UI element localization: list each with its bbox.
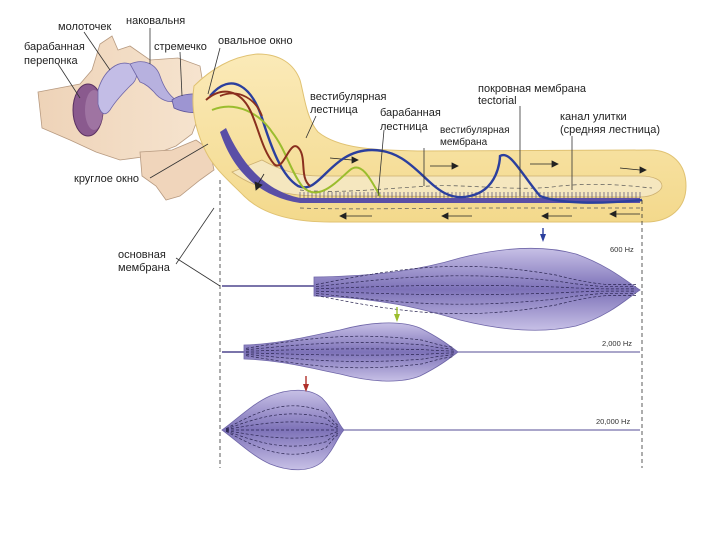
cochlea: [192, 53, 687, 223]
envelope-dash-line: [315, 275, 636, 288]
envelope-2000hz: 2,000 Hz: [222, 307, 640, 382]
vestibular-scala-label-1: вестибулярная: [310, 91, 387, 103]
tympanic-membrane-label-2: перепонка: [24, 55, 79, 67]
middle-ear: [37, 35, 220, 201]
cochlear-duct: [231, 159, 663, 198]
label-leaders: [57, 28, 573, 287]
wave-high-frequency: [205, 90, 311, 187]
labels: молоточек наковальня барабанная перепонк…: [24, 15, 660, 274]
cochlear-duct-label-1: канал улитки: [560, 111, 627, 123]
vestibular-membrane-label-1: вестибулярная: [440, 124, 510, 136]
incus-label: наковальня: [126, 15, 185, 27]
flow-arrows: [254, 156, 647, 220]
envelope-dash-line: [315, 295, 636, 315]
freq-label-20000: 20,000 Hz: [596, 417, 630, 426]
malleus: [97, 62, 138, 115]
malleus-label: молоточек: [58, 21, 111, 33]
freq-label-2000: 2,000 Hz: [602, 339, 632, 348]
envelope-dash-line: [225, 421, 339, 430]
lower-bone: [139, 139, 215, 201]
envelope-600hz: 600 Hz: [222, 228, 641, 331]
envelope-dash-line: [225, 413, 339, 430]
tympanic-scala-label-2: лестница: [380, 121, 429, 133]
vestibular-membrane-label-2: мембрана: [440, 136, 488, 148]
arrow-2000hz: [394, 314, 400, 322]
tympanic-scala-label-1: барабанная: [380, 107, 441, 119]
basilar-membrane-label-1: основная: [118, 249, 166, 261]
tectorial-membrane-label-2: tectorial: [478, 95, 517, 107]
envelope-dash-line: [225, 430, 339, 447]
envelope-dash-line: [315, 290, 636, 296]
basilar-membrane-label-2: мембрана: [118, 262, 171, 274]
envelope-dash-line: [245, 355, 455, 369]
envelope-20000hz: 20,000 Hz: [221, 376, 640, 471]
envelope-dash-line: [225, 430, 339, 439]
envelope-dash-line: [315, 265, 636, 285]
arrow-20000hz: [303, 384, 309, 392]
oval-window-label: овальное окно: [218, 35, 293, 47]
vestibular-scala-label-2: лестница: [310, 104, 359, 116]
stapes-label: стремечко: [154, 41, 207, 53]
arrow-600hz: [540, 234, 546, 242]
wave-mid-frequency: [211, 105, 381, 197]
round-window-label: круглое окно: [74, 173, 139, 185]
cochlear-duct-label-2: (средняя лестница): [560, 124, 660, 136]
wave-high-frequency-2: [219, 92, 263, 117]
envelope-dash-line: [225, 430, 339, 455]
tectorial-membrane-label-1: покровная мембрана: [478, 83, 587, 95]
wave-low-frequency: [209, 82, 643, 204]
envelope-dash-line: [225, 405, 339, 430]
freq-label-600: 600 Hz: [610, 245, 634, 254]
envelope-dash-line: [315, 292, 636, 305]
envelope-dash-line: [315, 284, 636, 290]
tympanic-membrane-label-1: барабанная: [24, 41, 85, 53]
envelope-dash-line: [245, 335, 455, 349]
